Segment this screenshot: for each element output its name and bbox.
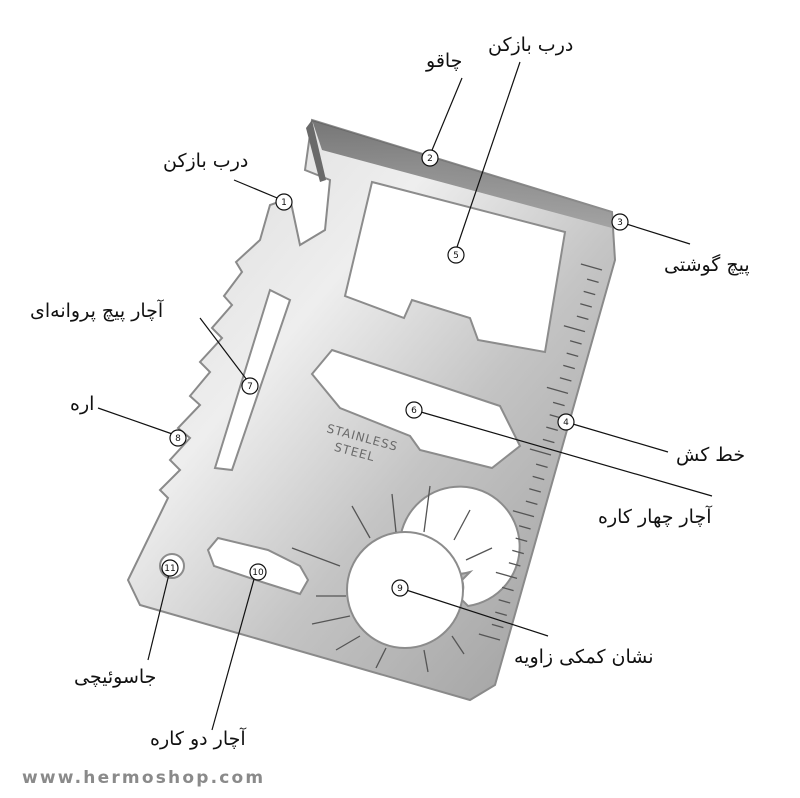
- ruler-tick: [501, 586, 514, 592]
- ruler-tick: [512, 510, 535, 518]
- marker-circle: [611, 213, 629, 231]
- ruler-tick: [552, 401, 565, 407]
- ruler-tick: [580, 263, 603, 271]
- label-angle-marker: نشان کمکی زاویه: [514, 646, 654, 668]
- ruler-tick: [525, 500, 538, 505]
- marker-number: 6: [411, 406, 417, 416]
- label-wing-wrench: آچار پیچ پروانه‌ای: [30, 300, 164, 322]
- marker-number: 1: [281, 198, 287, 208]
- marker-number: 10: [252, 568, 264, 578]
- marker-6: 6: [405, 401, 423, 419]
- marker-4: 4: [557, 413, 575, 431]
- marker-circle: [405, 401, 423, 419]
- ruler-tick: [569, 340, 582, 345]
- ruler-tick: [535, 463, 548, 468]
- ruler-tick: [491, 623, 504, 629]
- marker-9: 9: [391, 579, 409, 597]
- marker-circle: [249, 563, 267, 581]
- marker-1: 1: [275, 193, 293, 211]
- ruler-tick: [563, 325, 586, 333]
- label-meat-screw: پیچ گوشتی: [664, 254, 750, 276]
- ruler-tick: [546, 386, 569, 394]
- marker-circle: [447, 246, 465, 264]
- ruler-tick: [546, 426, 558, 431]
- marker-number: 5: [453, 251, 459, 261]
- ruler-tick: [586, 278, 599, 283]
- label-saw: اره: [70, 393, 95, 415]
- ruler-tick: [512, 549, 524, 555]
- label-keyring-hole: جاسوئیچی: [74, 666, 157, 688]
- marker-3: 3: [611, 213, 629, 231]
- marker-circle: [241, 377, 259, 395]
- ruler-tick: [498, 599, 511, 604]
- marker-7: 7: [241, 377, 259, 395]
- ruler-tick: [495, 571, 518, 579]
- ruler-tick: [583, 290, 596, 296]
- ruler-tick: [508, 562, 521, 567]
- label-four-way-wrench: آچار چهار کاره: [598, 506, 712, 528]
- ruler-tick: [529, 488, 541, 493]
- ruler-tick: [478, 633, 501, 641]
- ruler-tick: [495, 611, 507, 616]
- marker-8: 8: [169, 429, 187, 447]
- ruler-tick: [576, 315, 589, 320]
- footer-url: www.hermoshop.com: [22, 768, 266, 788]
- ruler-tick: [563, 364, 575, 370]
- marker-10: 10: [249, 563, 267, 581]
- label-ruler: خط کش: [676, 444, 746, 466]
- ruler-tick: [518, 525, 531, 530]
- label-knife: چاقو: [426, 50, 463, 72]
- marker-circle: [275, 193, 293, 211]
- marker-5: 5: [447, 246, 465, 264]
- marker-circle: [391, 579, 409, 597]
- ruler-ticks: [478, 263, 603, 641]
- label-two-way-wrench: آچار دو کاره: [150, 728, 246, 750]
- label-bottle-opener-large: درب بازکن: [488, 34, 574, 56]
- marker-circle: [557, 413, 575, 431]
- ruler-tick: [559, 377, 572, 382]
- marker-number: 4: [563, 418, 569, 428]
- angle-marker-ticks: [291, 485, 493, 673]
- marker-circle: [169, 429, 187, 447]
- ruler-tick: [532, 475, 545, 481]
- card-cutouts: [159, 180, 567, 649]
- marker-2: 2: [421, 149, 439, 167]
- marker-number: 9: [397, 584, 403, 594]
- number-markers: 1 2 3 4 5 6 7 8 9 10 11: [161, 149, 629, 597]
- marker-number: 2: [427, 154, 433, 164]
- marker-number: 7: [247, 382, 253, 392]
- ruler-tick: [515, 537, 528, 542]
- ruler-tick: [542, 438, 555, 444]
- marker-circle: [161, 559, 179, 577]
- ruler-tick: [566, 352, 579, 357]
- marker-11: 11: [161, 559, 179, 577]
- marker-circle: [421, 149, 439, 167]
- marker-number: 3: [617, 218, 623, 228]
- leader-lines: [97, 61, 713, 731]
- ruler-tick: [529, 448, 552, 456]
- label-bottle-opener-small: درب بازکن: [163, 150, 249, 172]
- marker-number: 11: [164, 564, 175, 574]
- ruler-tick: [580, 303, 592, 308]
- marker-number: 8: [175, 434, 181, 444]
